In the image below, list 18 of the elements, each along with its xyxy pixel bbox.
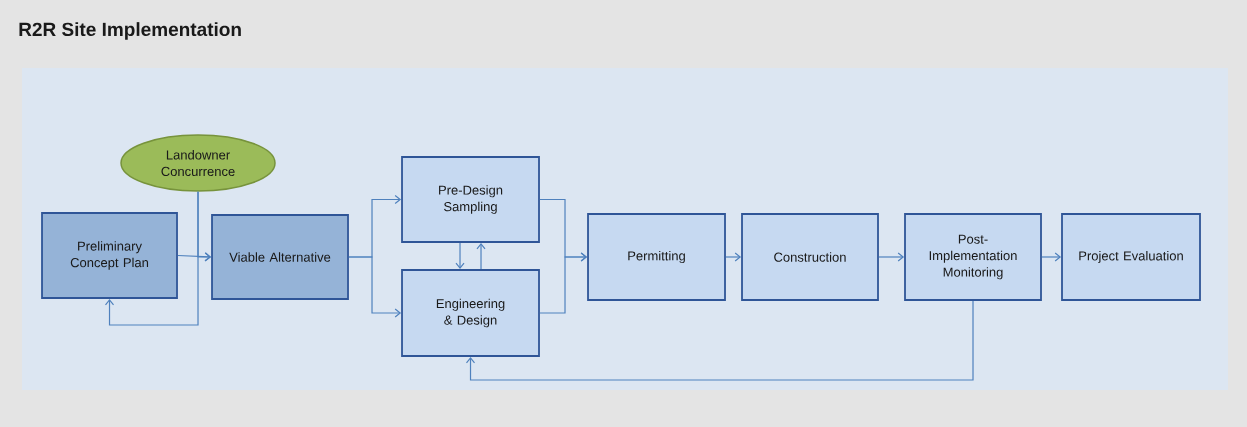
arrow <box>348 256 402 318</box>
process-box: Preliminary Concept Plan <box>41 212 178 299</box>
arrow <box>455 242 465 270</box>
process-box: Post-Implementation Monitoring <box>904 213 1042 301</box>
process-box: Permitting <box>587 213 726 301</box>
arrow <box>725 252 742 262</box>
arrow <box>104 191 199 326</box>
process-box: Engineering & Design <box>401 269 540 357</box>
process-box: Construction <box>741 213 879 301</box>
arrow <box>539 252 588 314</box>
process-box: Viable Alternative <box>211 214 349 300</box>
arrow <box>465 300 974 381</box>
arrow <box>878 252 905 262</box>
arrow <box>1041 252 1062 262</box>
title: R2R Site Implementation <box>19 22 241 40</box>
process-box: Pre-Design Sampling <box>401 156 540 243</box>
arrow <box>476 242 486 270</box>
process-box: Project Evaluation <box>1061 213 1201 301</box>
